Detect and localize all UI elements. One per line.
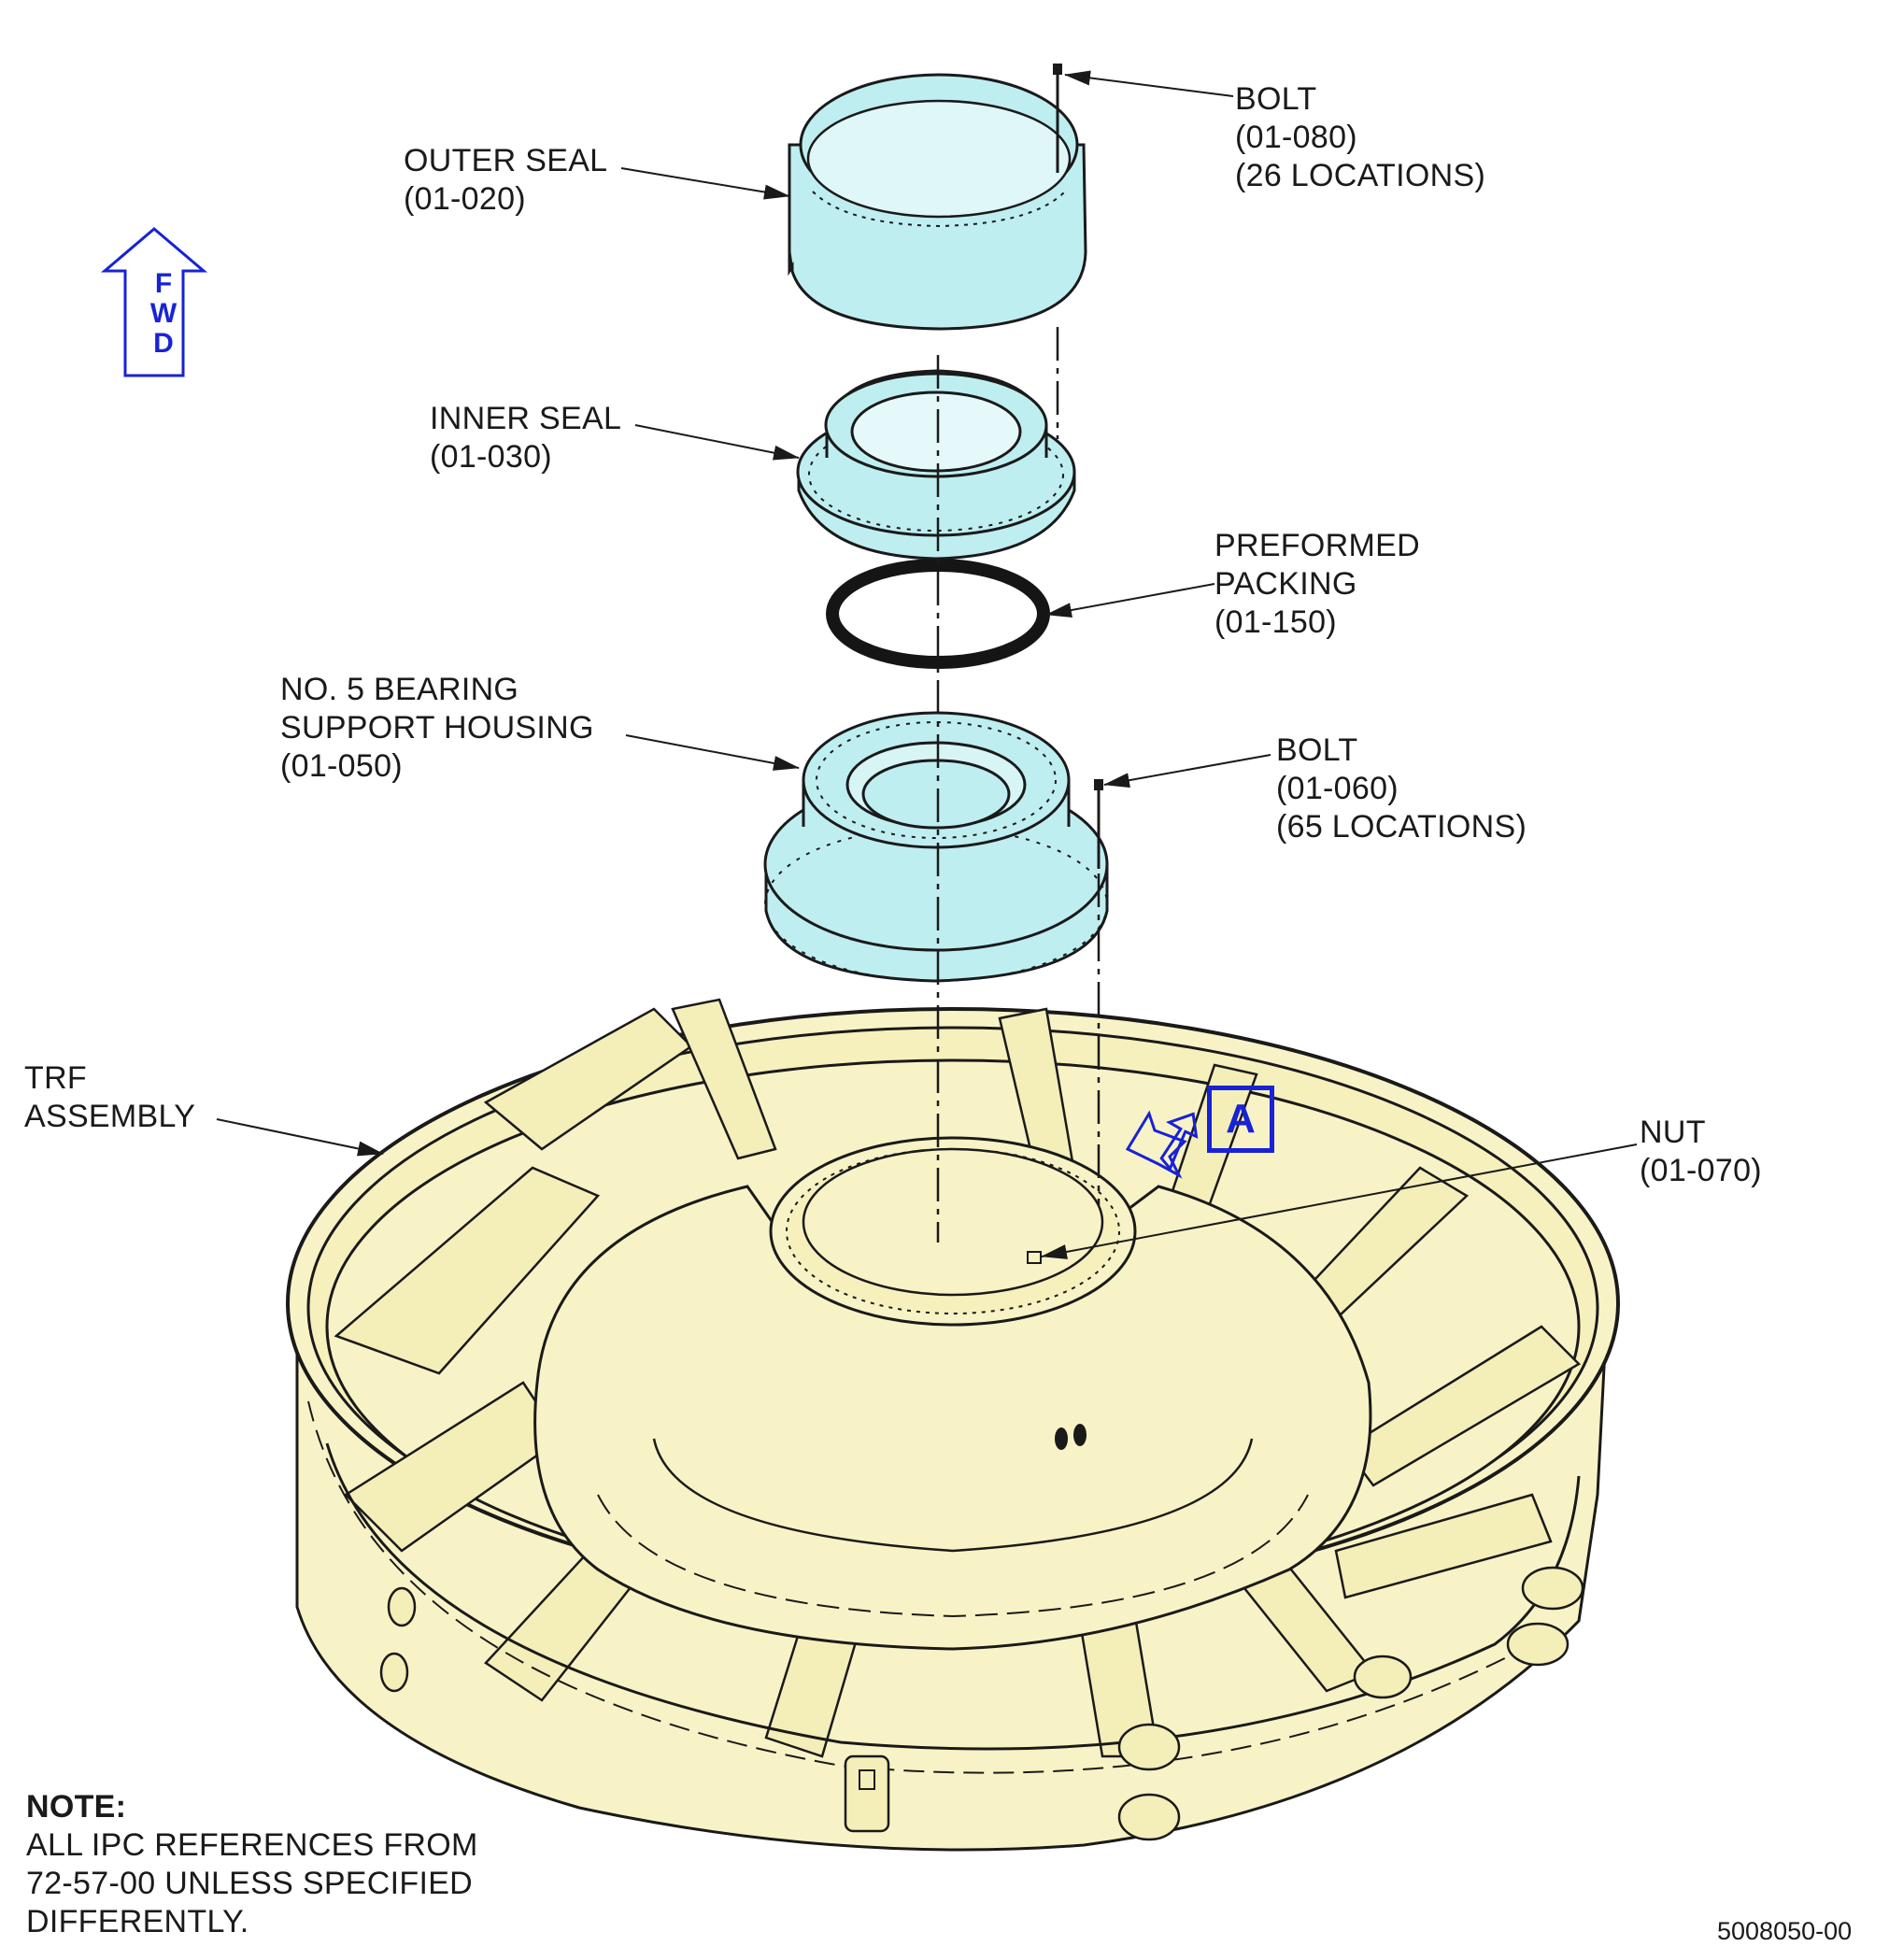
callout-bolt-mid: BOLT (01-060) (65 LOCATIONS) [1276, 731, 1527, 846]
bolt-top-part [1053, 64, 1062, 173]
callout-line: (65 LOCATIONS) [1276, 809, 1527, 845]
note-line: DIFFERENTLY. [26, 1904, 249, 1939]
callout-line: PACKING [1214, 566, 1357, 602]
callout-line: (01-030) [430, 439, 552, 475]
callout-line: BOLT [1276, 732, 1358, 768]
callout-bolt-top: BOLT (01-080) (26 LOCATIONS) [1235, 80, 1485, 195]
note-block: NOTE: ALL IPC REFERENCES FROM 72-57-00 U… [26, 1788, 478, 1941]
callout-bearing-housing: NO. 5 BEARING SUPPORT HOUSING (01-050) [280, 671, 594, 786]
callout-line: BOLT [1235, 81, 1317, 117]
callout-line: PREFORMED [1214, 528, 1420, 563]
callout-line: SUPPORT HOUSING [280, 710, 594, 746]
callout-line: ASSEMBLY [24, 1099, 196, 1134]
assembly-centerlines [936, 327, 1101, 1243]
note-line: ALL IPC REFERENCES FROM [26, 1827, 478, 1863]
callout-trf-assembly: TRF ASSEMBLY [24, 1059, 195, 1136]
inner-seal-part [796, 369, 1076, 561]
callout-line: OUTER SEAL [404, 143, 608, 178]
callout-line: NO. 5 BEARING [280, 672, 519, 707]
callout-line: INNER SEAL [430, 401, 622, 436]
callout-line: (01-060) [1276, 771, 1399, 806]
bolt-mid-part [1094, 779, 1103, 869]
callout-preformed-packing: PREFORMED PACKING (01-150) [1214, 527, 1420, 642]
fwd-letter: D [153, 328, 174, 359]
callout-line: (01-050) [280, 748, 403, 784]
callout-line: TRF [24, 1060, 87, 1096]
bearing-housing-part [763, 711, 1109, 983]
callout-line: NUT [1640, 1115, 1706, 1150]
callout-nut: NUT (01-070) [1640, 1114, 1762, 1190]
callout-line: (01-070) [1640, 1153, 1762, 1188]
callout-inner-seal: INNER SEAL (01-030) [430, 400, 621, 476]
fwd-indicator: F W D [149, 269, 178, 359]
preformed-packing-part [826, 559, 1050, 669]
fwd-arrow-icon [100, 227, 208, 377]
callout-line: (01-020) [404, 181, 526, 217]
callout-line: (01-080) [1235, 120, 1357, 155]
fwd-letter: W [149, 298, 178, 329]
note-line: 72-57-00 UNLESS SPECIFIED [26, 1866, 474, 1901]
callout-outer-seal: OUTER SEAL (01-020) [404, 142, 607, 219]
nut-part [1027, 1251, 1042, 1264]
view-a-pointer-icon [1125, 1110, 1187, 1179]
trf-assembly-part [286, 998, 1620, 1852]
fwd-letter: F [154, 268, 173, 299]
view-a-marker: A [1207, 1086, 1274, 1153]
callout-line: (01-150) [1214, 604, 1337, 640]
callout-line: (26 LOCATIONS) [1235, 158, 1486, 193]
outer-seal-part [788, 73, 1087, 331]
note-title: NOTE: [26, 1789, 127, 1825]
leader-lines [216, 70, 1638, 1259]
figure-number: 5008050-00 [1717, 1917, 1853, 1945]
